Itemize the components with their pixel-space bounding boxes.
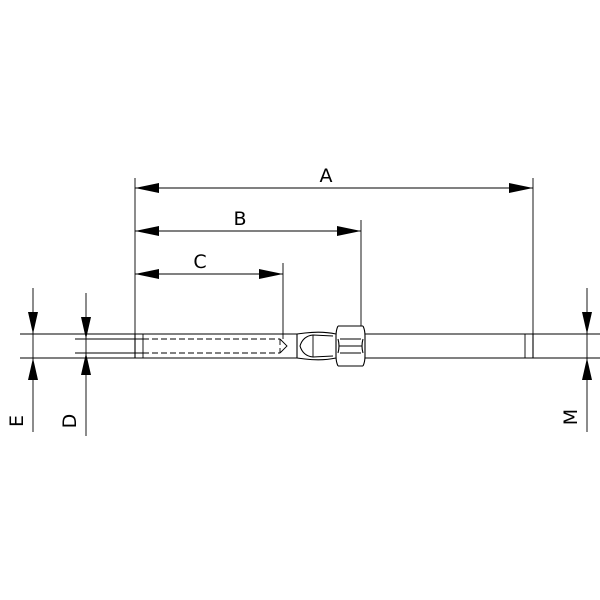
dimension-c-label: C <box>193 251 206 273</box>
dimension-c: C <box>135 251 284 339</box>
dimension-a: A <box>134 165 534 334</box>
dimension-d: D <box>59 293 143 436</box>
swage-terminal-part <box>134 325 534 367</box>
hex-nut <box>335 325 366 367</box>
dimension-b-label: B <box>233 208 246 230</box>
dimension-e-label: E <box>6 415 28 427</box>
dimension-m: M <box>533 288 600 432</box>
threaded-rod <box>365 333 534 359</box>
dimension-m-label: M <box>560 409 582 425</box>
terminal-body <box>134 333 298 359</box>
dimension-d-label: D <box>59 414 81 429</box>
dimension-b: B <box>135 208 362 326</box>
taper-neck <box>296 331 337 361</box>
dimension-e: E <box>6 288 135 432</box>
dimension-a-label: A <box>320 165 333 187</box>
internal-bore-hidden-lines <box>143 338 288 354</box>
